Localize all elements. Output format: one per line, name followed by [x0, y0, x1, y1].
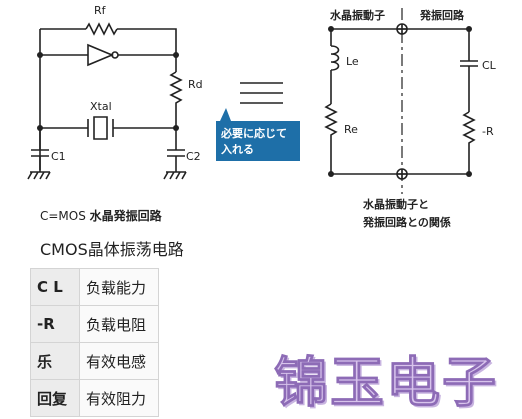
- legend-meaning: 有效电感: [79, 342, 159, 380]
- xtal-label: Xtal: [90, 100, 112, 113]
- c2-ground: [163, 171, 187, 180]
- node-eq-left-top: [328, 26, 334, 32]
- oscillator-header: 発振回路: [419, 8, 465, 22]
- re-label: Re: [344, 123, 358, 136]
- le-inductor: [330, 29, 340, 104]
- legend-meaning: 负载能力: [79, 268, 159, 306]
- rd-label: Rd: [188, 78, 203, 91]
- node-eq-right-bottom: [466, 171, 472, 177]
- legend-symbol: 回复: [30, 379, 80, 417]
- legend-table: C L 负载能力 -R 负载电阻 乐 有效电感 回复 有效阻力: [30, 268, 159, 417]
- le-label: Le: [346, 55, 359, 68]
- legend-row: -R 负载电阻: [30, 305, 159, 343]
- node-eq-left-bottom: [328, 171, 334, 177]
- re-resistor: [324, 103, 338, 174]
- node-right-top: [173, 52, 179, 58]
- legend-symbol: -R: [30, 305, 80, 343]
- watermark-logo: 锦玉电子: [274, 350, 498, 415]
- legend-symbol: 乐: [30, 342, 80, 380]
- c2-capacitor: [167, 149, 185, 172]
- neg-r-resistor: [462, 111, 476, 174]
- legend-row: 回复 有效阻力: [30, 379, 159, 417]
- caption-prefix: C=MOS: [40, 209, 90, 223]
- caption-bold: 水晶発振回路: [89, 209, 162, 223]
- rf-resistor: [85, 22, 118, 36]
- legend-row: C L 负载能力: [30, 268, 159, 306]
- rd-resistor: [169, 71, 183, 128]
- c2-label: C2: [186, 150, 201, 163]
- callout-box: [216, 108, 300, 161]
- neg-r-label: -R: [482, 125, 494, 138]
- callout-line2: 入れる: [221, 143, 254, 156]
- relation-caption: 水晶振動子と 発振回路との関係: [363, 196, 451, 232]
- node-right-bottom: [173, 125, 179, 131]
- legend-meaning: 有效阻力: [79, 379, 159, 417]
- node-eq-right-top: [466, 26, 472, 32]
- node-left-top: [37, 52, 43, 58]
- legend-symbol: C L: [30, 268, 80, 306]
- legend-meaning: 负载电阻: [79, 305, 159, 343]
- node-left-bottom: [37, 125, 43, 131]
- cl-capacitor: [460, 29, 478, 112]
- callout-line1: 必要に応じて: [220, 126, 287, 140]
- relation-caption-line1: 水晶振動子と: [363, 198, 429, 211]
- circuit-subtitle: CMOS晶体振荡电路: [40, 240, 184, 259]
- xtal-crystal: [87, 116, 114, 140]
- rf-label: Rf: [94, 4, 107, 17]
- relation-caption-line2: 発振回路との関係: [363, 216, 451, 229]
- cl-label: CL: [482, 59, 497, 72]
- c1-label: C1: [51, 150, 66, 163]
- top-wire-right: [117, 28, 177, 72]
- c1-capacitor: [31, 128, 49, 172]
- crystal-header: 水晶振動子: [330, 8, 385, 22]
- mos-inverter: [87, 43, 115, 67]
- equivalence-sign: [240, 82, 283, 104]
- circuit-caption: C=MOS 水晶発振回路: [40, 207, 162, 224]
- c1-ground: [27, 171, 51, 180]
- legend-row: 乐 有效电感: [30, 342, 159, 380]
- bottom-wire-right: [113, 127, 177, 150]
